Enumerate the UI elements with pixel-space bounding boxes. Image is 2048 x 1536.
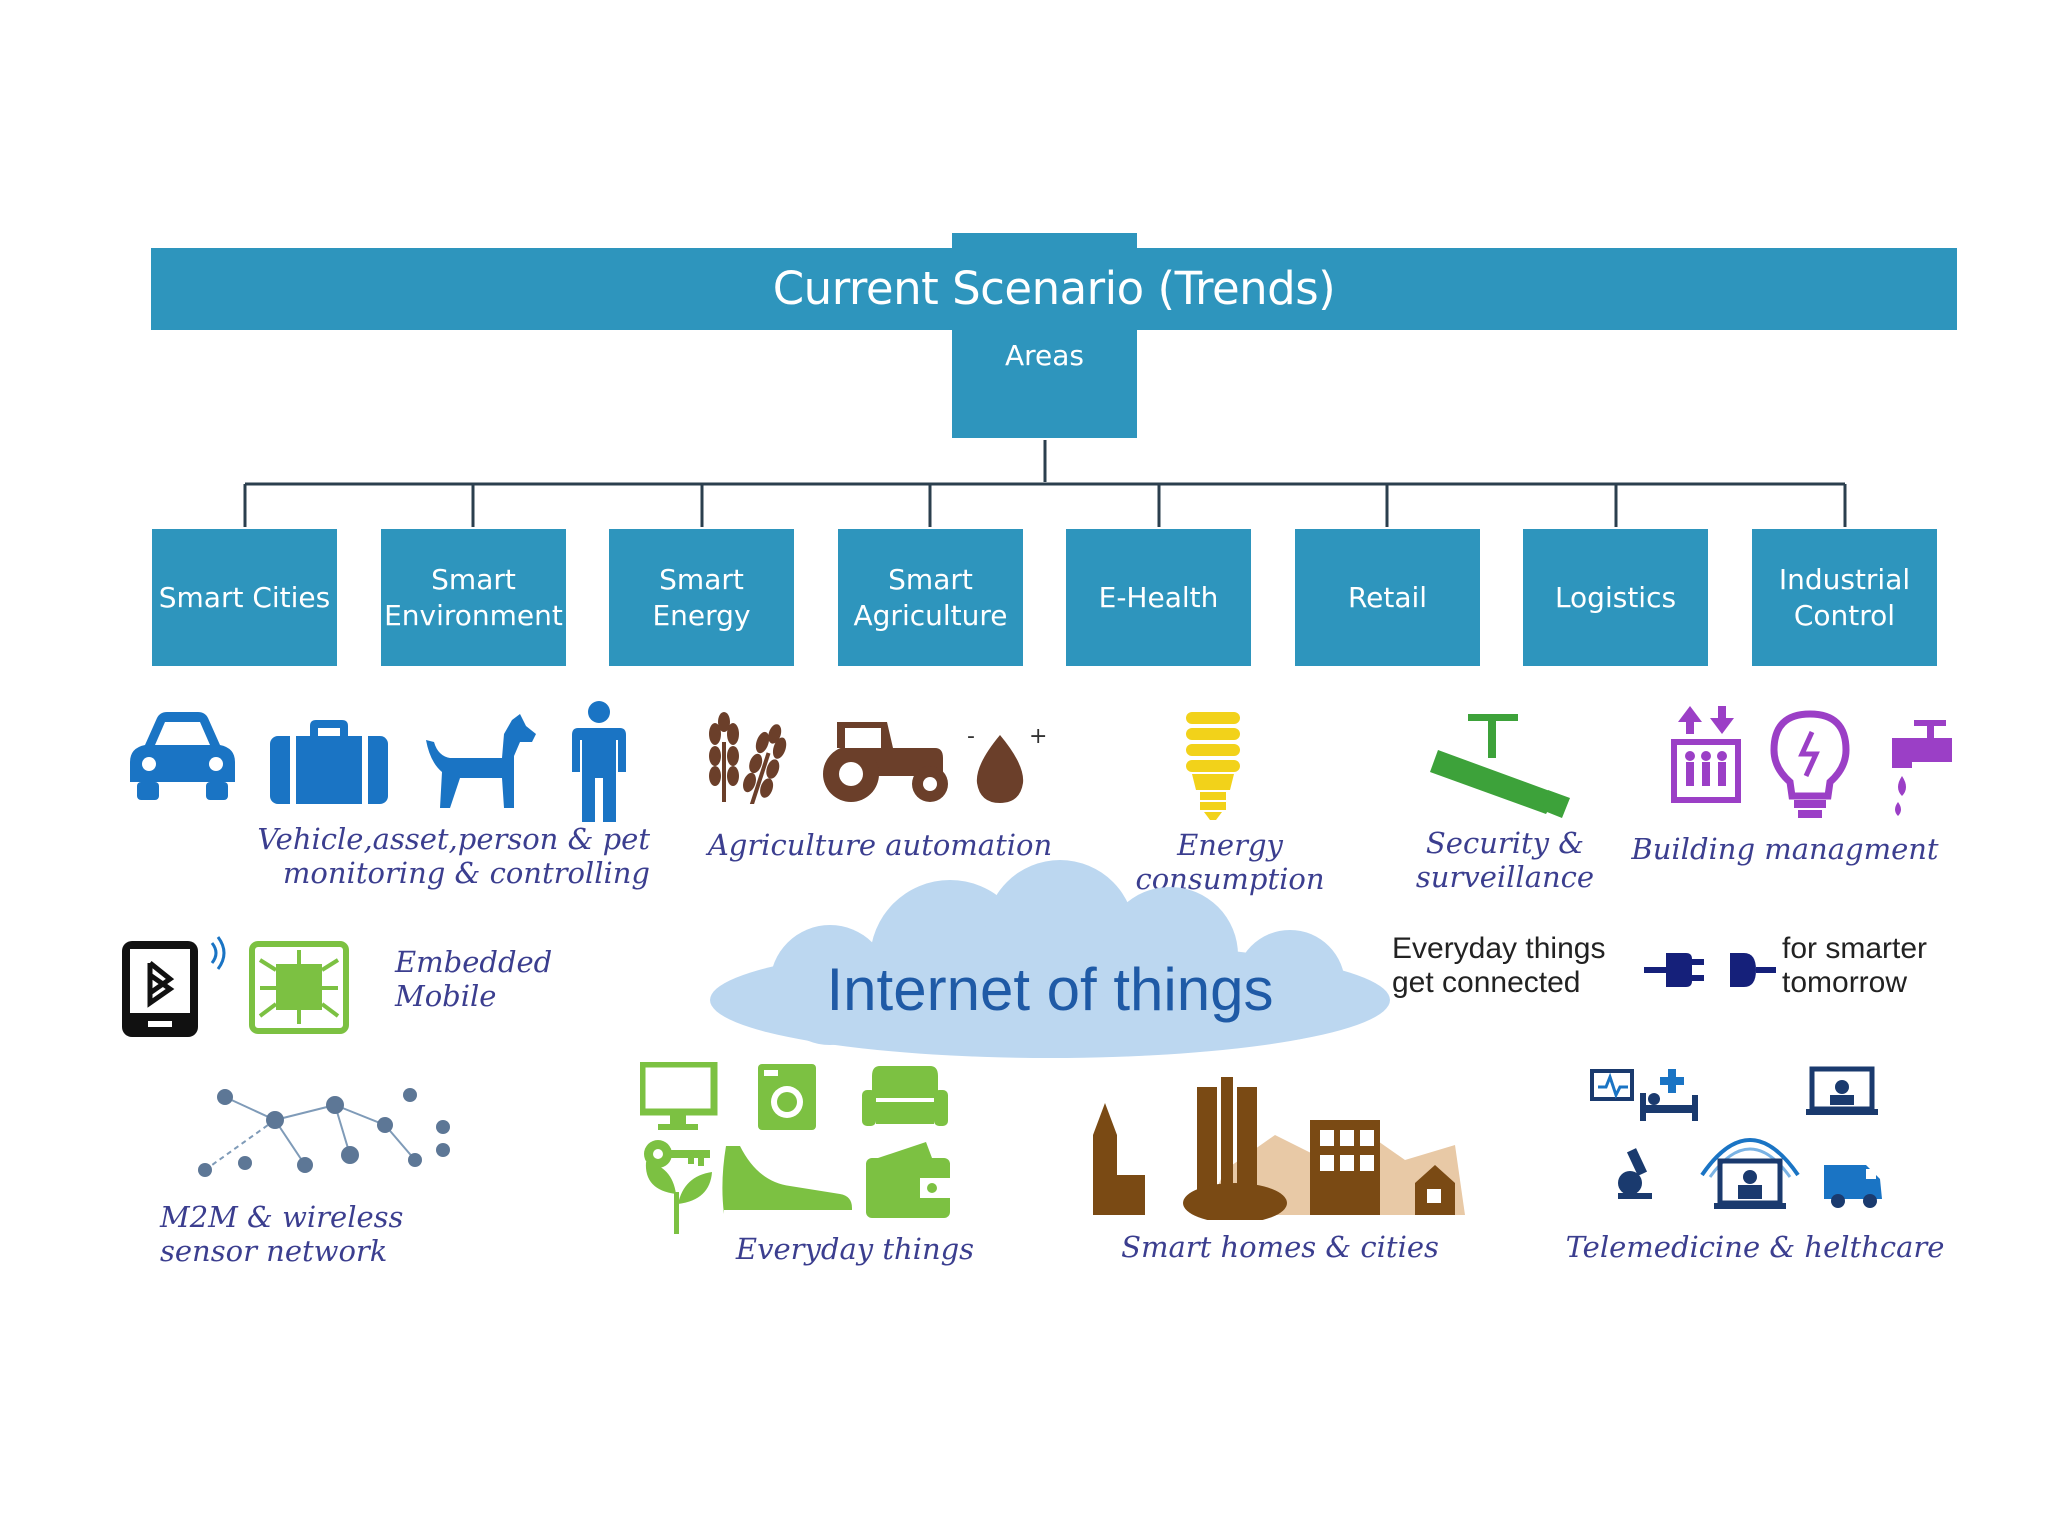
elevator-icon xyxy=(1671,706,1741,803)
key-icon xyxy=(644,1140,710,1168)
bulb-cfl-icon xyxy=(1186,712,1240,820)
area-retail: Retail xyxy=(1295,529,1480,666)
ambulance-icon xyxy=(1824,1165,1882,1208)
telemedicine-icons xyxy=(1590,1066,1882,1209)
camera-icon xyxy=(1430,714,1570,818)
wheat-icon xyxy=(709,712,787,804)
tractor-icon xyxy=(823,722,948,802)
svg-text:+: + xyxy=(1029,725,1047,749)
everyday-icons xyxy=(640,1062,950,1234)
doctor-screen-icon xyxy=(1700,1138,1800,1209)
health-monitor-icon xyxy=(1590,1069,1634,1101)
dog-icon xyxy=(426,714,536,808)
areas-label: Areas xyxy=(1004,339,1085,372)
drop-icon: - + xyxy=(967,725,1047,803)
cloud-shape xyxy=(710,860,1390,1058)
page-title: Current Scenario (Trends) xyxy=(772,262,1336,315)
svg-text:-: - xyxy=(967,725,975,749)
connect-left-text: Everyday things get connected xyxy=(1392,932,1606,999)
label-building: Building managment xyxy=(1631,832,1939,866)
hospital-bed-icon xyxy=(1640,1069,1698,1121)
armchair-icon xyxy=(862,1066,948,1126)
laptop-icon xyxy=(1806,1066,1878,1115)
label-agriculture: Agriculture automation xyxy=(707,828,1053,862)
label-vehicle: Vehicle,asset,person & pet monitoring & … xyxy=(257,822,650,890)
label-tele: Telemedicine & helthcare xyxy=(1565,1230,1945,1264)
sneaker-icon xyxy=(722,1146,852,1218)
label-m2m: M2M & wireless sensor network xyxy=(160,1200,404,1268)
area-logistics: Logistics xyxy=(1523,529,1708,666)
monitor-icon xyxy=(640,1062,718,1130)
microscope-icon xyxy=(1618,1148,1652,1199)
person-icon xyxy=(572,701,626,822)
areas-box xyxy=(952,233,1137,438)
connector-lines xyxy=(243,440,1847,527)
washer-icon xyxy=(758,1064,816,1130)
network-icon xyxy=(198,1088,450,1177)
area-smart-cities: Smart Cities xyxy=(152,529,337,666)
bluetooth-icon xyxy=(122,936,226,1037)
area-smart-environment: Smart Environment xyxy=(381,529,566,666)
label-embedded: Embedded Mobile xyxy=(395,945,553,1013)
briefcase-icon xyxy=(270,720,388,804)
lightbulb-icon xyxy=(1770,710,1850,818)
area-e-health: E-Health xyxy=(1066,529,1251,666)
plug-icon xyxy=(1644,953,1776,987)
chip-icon xyxy=(249,941,349,1034)
label-security: Security & surveillance xyxy=(1415,826,1595,894)
connect-right-text: for smarter tomorrow xyxy=(1782,932,1928,999)
cloud-title: Internet of things xyxy=(826,956,1274,1023)
plant-icon xyxy=(645,1162,712,1234)
label-homes: Smart homes & cities xyxy=(1121,1230,1439,1264)
area-smart-energy: Smart Energy xyxy=(609,529,794,666)
faucet-icon xyxy=(1892,720,1952,816)
area-smart-agriculture: Smart Agriculture xyxy=(838,529,1023,666)
city-icon xyxy=(1093,1077,1465,1220)
car-icon xyxy=(130,712,235,800)
area-industrial-control: Industrial Control xyxy=(1752,529,1937,666)
wallet-icon xyxy=(866,1142,950,1218)
label-everyday: Everyday things xyxy=(735,1232,975,1266)
